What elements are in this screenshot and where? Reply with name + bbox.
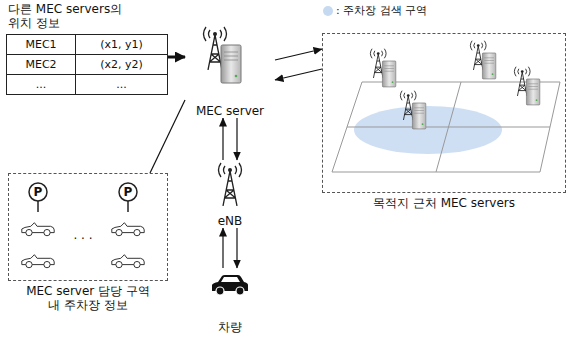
vehicle-icon — [212, 275, 248, 295]
dashed-outline — [322, 33, 566, 193]
connector-arrow — [150, 100, 185, 173]
connector-arrow — [236, 118, 237, 160]
table-cell: (x1, y1) — [75, 34, 168, 55]
location-table: 다른 MEC servers의 위치 정보 MEC1(x1, y1)MEC2(x2… — [6, 2, 168, 94]
parking-sign-letter: P — [120, 184, 136, 200]
table-cell: ... — [75, 74, 168, 95]
connector-arrow — [236, 228, 237, 268]
mec-server-icon — [204, 27, 242, 83]
connector-arrow — [222, 118, 223, 160]
parking-illustration — [22, 183, 144, 268]
dashed-outline — [8, 173, 168, 281]
enb-tower — [219, 163, 242, 206]
search-plane — [332, 41, 560, 172]
connector-arrow — [222, 228, 223, 268]
mec-server: MEC server — [185, 26, 275, 118]
connector-arrow — [168, 56, 185, 59]
legend-entry: : 주차장 검색 구역 — [323, 3, 427, 18]
table-cell: MEC1 — [6, 34, 76, 55]
parking-region: MEC server 담당 구역 내 주차장 정보 P P · · · — [8, 173, 168, 333]
legend-swatch — [323, 6, 333, 16]
parking-sign-letter: P — [30, 184, 46, 200]
table-cell: (x2, y2) — [75, 54, 168, 75]
node-label: MEC server 담당 구역 내 주차장 정보 — [22, 284, 154, 313]
node-label: 다른 MEC servers의 위치 정보 — [8, 2, 128, 31]
node-label: 목적지 근처 MEC servers — [329, 196, 559, 210]
connector-arrow — [275, 69, 322, 80]
node-label: eNB — [197, 214, 263, 228]
connector-arrow — [275, 49, 322, 60]
enb: eNB — [197, 160, 263, 228]
vehicle: 차량 — [197, 268, 263, 334]
table-cell: ... — [6, 74, 76, 95]
node-label: MEC server — [185, 104, 275, 118]
legend: : 주차장 검색 구역 — [323, 3, 427, 18]
destination-region: 목적지 근처 MEC servers — [322, 33, 566, 215]
ellipsis: · · · — [66, 233, 100, 247]
table-cell: MEC2 — [6, 54, 76, 75]
legend-text: : 주차장 검색 구역 — [336, 3, 427, 18]
node-label: 차량 — [197, 320, 263, 334]
